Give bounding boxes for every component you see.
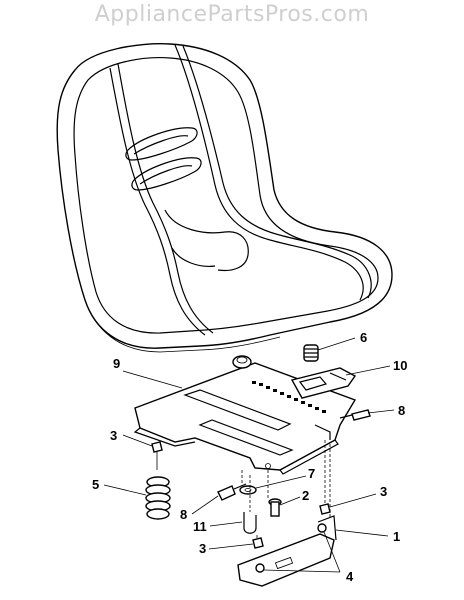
callout-5: 5 — [92, 477, 99, 492]
callout-2: 2 — [302, 488, 309, 503]
callout-8-right: 8 — [398, 403, 405, 418]
bolt-right — [339, 409, 371, 421]
callout-3-left: 3 — [110, 428, 117, 443]
callout-10: 10 — [393, 358, 407, 373]
washer — [239, 485, 257, 495]
seat-illustration — [56, 43, 393, 353]
callout-6: 6 — [360, 330, 367, 345]
nut-left-top — [151, 441, 163, 470]
large-spring — [145, 476, 171, 520]
callout-labels: 9 6 10 8 3 5 7 2 8 11 3 3 1 4 — [92, 330, 407, 584]
watermark-text: AppliancePartsPros.com — [94, 2, 370, 27]
callout-1: 1 — [393, 529, 400, 544]
small-spring — [303, 344, 319, 362]
callout-9: 9 — [113, 356, 120, 371]
nut-lower — [252, 537, 264, 549]
callout-8-left: 8 — [180, 507, 187, 522]
nut-right — [319, 503, 331, 515]
clevis-pin — [268, 498, 282, 517]
bolt-lower-left — [217, 483, 247, 501]
hairpin-clip — [243, 512, 257, 534]
callout-3-right: 3 — [380, 484, 387, 499]
hinge-bracket — [237, 515, 337, 587]
latch-bracket — [290, 367, 357, 399]
callout-7: 7 — [308, 466, 315, 481]
leader-lines — [103, 337, 395, 573]
assembly-lines — [241, 440, 331, 540]
callout-3-bottom: 3 — [199, 541, 206, 556]
callout-4: 4 — [346, 569, 354, 584]
callout-11: 11 — [193, 519, 207, 534]
